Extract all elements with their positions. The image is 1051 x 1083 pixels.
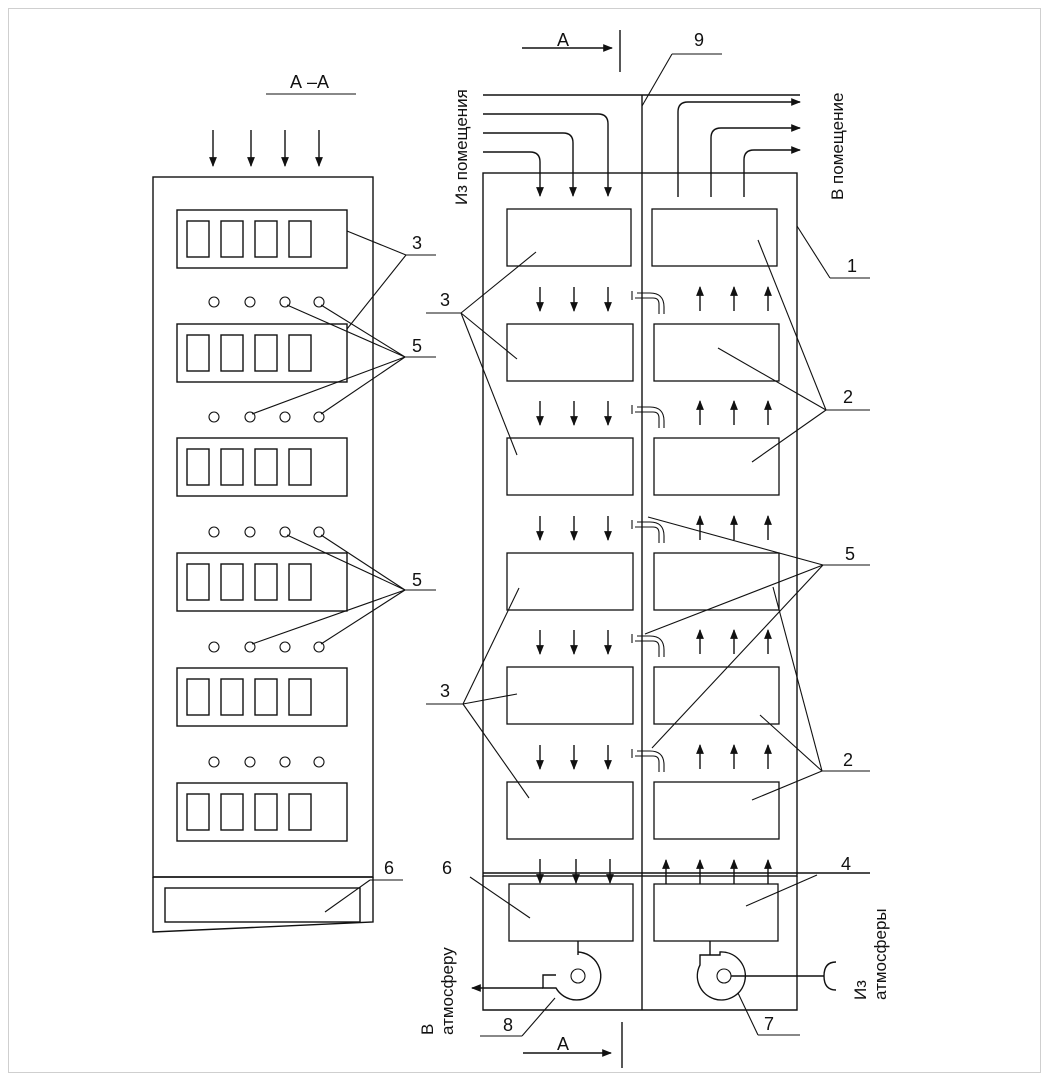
section-module-row (176, 552, 348, 612)
exhaust-fan-module-6 (508, 883, 634, 942)
exhaust-fan-8 (542, 941, 602, 1001)
label-2-upper: 2 (843, 387, 853, 407)
leader-3-lower (426, 587, 530, 799)
label-5-section-lower: 5 (412, 570, 422, 590)
figure-frame (8, 8, 1041, 1073)
label-2-lower: 2 (843, 750, 853, 770)
leader-2-lower (751, 586, 870, 801)
text-from-room: Из помещения (452, 89, 471, 205)
exhaust-heat-exchangers-3 (506, 208, 634, 840)
leader-2-upper (717, 239, 870, 463)
downflow-arrows (536, 287, 614, 884)
leader-6-front (469, 876, 531, 919)
section-module-row (176, 667, 348, 727)
leader-9 (641, 53, 673, 107)
leader-5-section-upper (251, 304, 436, 415)
label-1: 1 (847, 256, 857, 276)
label-3-upper: 3 (440, 290, 450, 310)
leader-6-section (324, 879, 371, 913)
intake-mouth (823, 961, 837, 991)
section-bottom-tray (152, 877, 374, 933)
label-8: 8 (503, 1015, 513, 1035)
leader-1 (796, 225, 831, 279)
section-view-aa: А –А (152, 72, 436, 933)
leader-3-upper (426, 251, 537, 456)
section-marker-bottom: А (557, 1034, 569, 1054)
label-4: 4 (841, 854, 851, 874)
section-title: А –А (290, 72, 329, 92)
section-module-row (176, 323, 348, 383)
leader-3-section (346, 230, 436, 330)
label-6-section: 6 (384, 858, 394, 878)
front-view: А 9 Из помещения В помещение (418, 30, 890, 1068)
section-marker-top: А (557, 30, 569, 50)
fan-compartment (482, 876, 798, 1011)
bypass-nozzles-5 (631, 291, 665, 772)
leader-5-front (644, 516, 870, 749)
upflow-arrows (662, 286, 772, 884)
leader-7 (737, 992, 759, 1036)
supply-fan-module-4 (653, 883, 779, 942)
section-inflow-arrows (209, 130, 323, 167)
text-from-atmosphere-1: Из (851, 980, 870, 1000)
label-9: 9 (694, 30, 704, 50)
leader-4 (745, 874, 818, 907)
label-3-section: 3 (412, 233, 422, 253)
room-air-inflow-arrows (483, 113, 612, 197)
label-5-section-upper: 5 (412, 336, 422, 356)
text-to-room: В помещение (828, 93, 847, 200)
room-air-outflow-arrows (677, 98, 801, 197)
leader-8 (521, 997, 556, 1037)
label-5-front: 5 (845, 544, 855, 564)
section-module-row (176, 209, 348, 269)
housing-1 (482, 172, 798, 877)
label-3-lower: 3 (440, 681, 450, 701)
section-housing (152, 176, 374, 878)
text-from-atmosphere-2: атмосферы (871, 908, 890, 1000)
exhaust-module-6-side (164, 887, 361, 923)
section-module-row (176, 437, 348, 497)
text-to-atmosphere-1: В (418, 1024, 437, 1035)
label-6-front: 6 (442, 858, 452, 878)
label-7: 7 (764, 1014, 774, 1034)
text-to-atmosphere-2: атмосферу (438, 947, 457, 1035)
nozzle-circles (208, 296, 325, 768)
section-module-row (176, 782, 348, 842)
supply-heat-exchangers-2 (651, 208, 780, 840)
supply-fan-7 (696, 941, 747, 1001)
leader-5-section-lower (251, 534, 436, 645)
